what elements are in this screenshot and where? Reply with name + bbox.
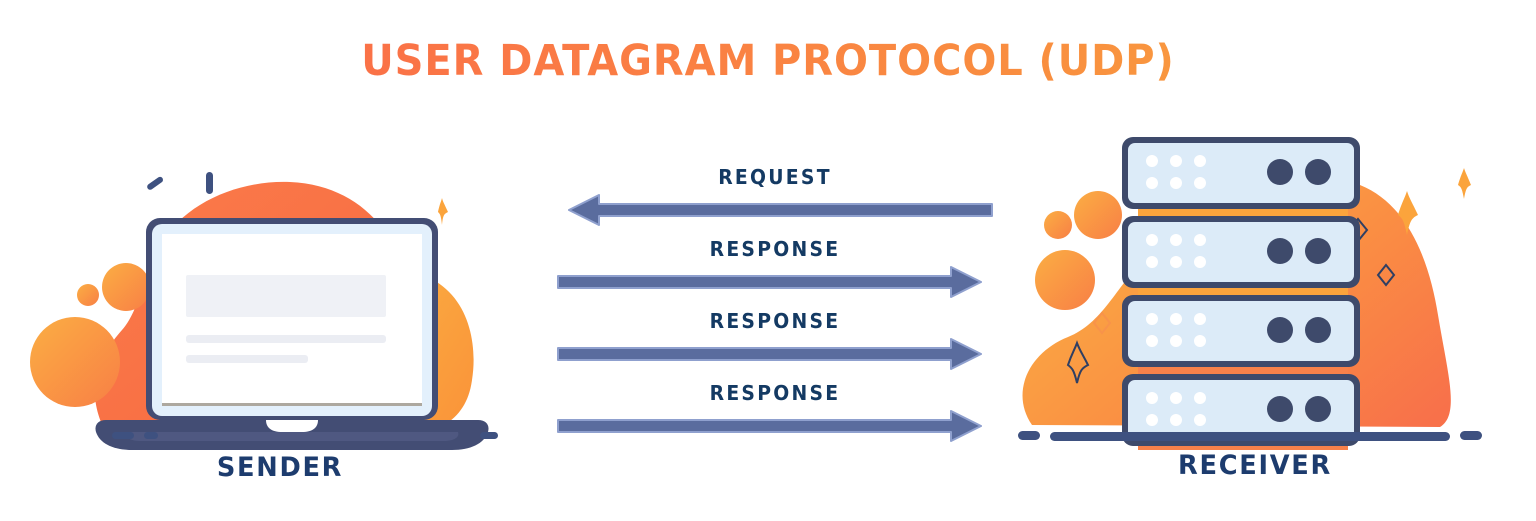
server-unit — [1122, 216, 1360, 288]
message-label: REQUEST — [718, 165, 832, 189]
deco-sparkle — [438, 198, 448, 225]
ground-dash — [112, 432, 134, 439]
screen-content-block — [186, 275, 386, 317]
screen-content-line — [186, 355, 308, 363]
message-row: RESPONSE — [555, 237, 995, 299]
receiver-node: RECEIVER — [1010, 125, 1500, 500]
arrow-right-icon — [557, 266, 982, 298]
server-unit — [1122, 295, 1360, 367]
deco-circle — [102, 263, 150, 311]
deco-circle — [77, 284, 99, 306]
message-flow: REQUEST RESPONSE RESPONSE RESPONSE — [555, 165, 995, 455]
server-stack-illustration — [1018, 137, 1482, 450]
deco-circle — [30, 317, 120, 407]
page-title: USER DATAGRAM PROTOCOL (UDP) — [54, 36, 1482, 86]
message-row: RESPONSE — [555, 309, 995, 371]
ground-dash — [144, 432, 158, 439]
ground-dash — [1018, 431, 1040, 440]
arrow-right-icon — [557, 338, 982, 370]
server-unit — [1122, 137, 1360, 209]
laptop-illustration — [95, 218, 498, 450]
deco-sparkle — [1458, 168, 1471, 199]
sender-label: SENDER — [216, 452, 344, 483]
sender-node: SENDER — [30, 140, 520, 500]
receiver-label: RECEIVER — [1178, 450, 1332, 481]
server-unit — [1122, 374, 1360, 446]
screen-content-line — [186, 335, 386, 343]
arrow-right-icon — [557, 410, 982, 442]
deco-diamond — [1376, 263, 1396, 287]
message-row: RESPONSE — [555, 381, 995, 443]
deco-dash — [147, 176, 164, 190]
deco-circle — [1074, 191, 1122, 239]
arrow-left-icon — [568, 194, 993, 226]
deco-circle — [1035, 250, 1095, 310]
message-row: REQUEST — [555, 165, 995, 227]
deco-sparkle — [1398, 191, 1418, 235]
ground-line — [1050, 432, 1450, 441]
ground-dash — [480, 432, 498, 439]
deco-sparkle — [1066, 340, 1090, 384]
deco-circle — [1044, 211, 1072, 239]
deco-diamond — [1092, 311, 1112, 335]
deco-dash — [206, 172, 213, 194]
ground-dash — [1460, 431, 1482, 440]
message-label: RESPONSE — [709, 237, 841, 261]
message-label: RESPONSE — [709, 309, 841, 333]
message-label: RESPONSE — [709, 381, 841, 405]
